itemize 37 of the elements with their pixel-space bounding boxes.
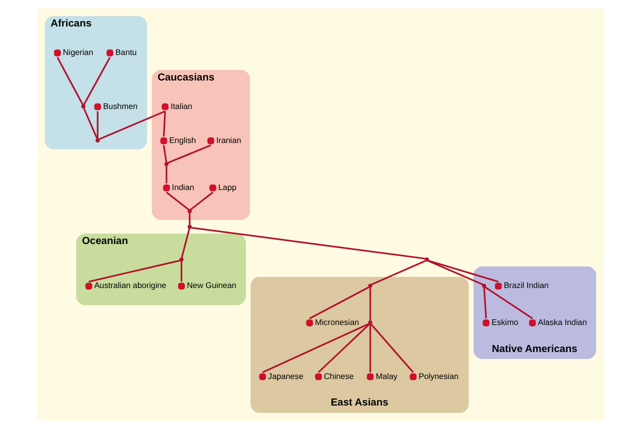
- connector: [162, 111, 166, 136]
- connector: [190, 192, 213, 210]
- connector: [166, 144, 211, 164]
- connector: [82, 108, 98, 140]
- connector: [190, 226, 425, 260]
- connector: [368, 288, 371, 321]
- connector: [370, 324, 414, 373]
- connector: [262, 323, 369, 374]
- connector: [428, 260, 498, 282]
- connector: [162, 145, 167, 162]
- node-point: [482, 284, 486, 288]
- connector: [180, 261, 182, 282]
- connector: [165, 166, 167, 184]
- connector: [370, 260, 426, 286]
- connector: [98, 110, 165, 140]
- connector: [308, 286, 369, 320]
- connector: [368, 324, 371, 372]
- node-point: [178, 257, 184, 262]
- node-point: [164, 162, 168, 166]
- node-point: [187, 224, 192, 229]
- connector: [484, 286, 532, 320]
- connector: [317, 324, 370, 373]
- connector: [427, 260, 483, 286]
- connector: [56, 56, 84, 106]
- node-point: [187, 209, 192, 214]
- node-point: [95, 138, 100, 143]
- connector: [88, 260, 180, 282]
- connector: [188, 212, 190, 225]
- connector: [482, 287, 486, 319]
- connector: [180, 228, 190, 258]
- node-point: [368, 320, 372, 325]
- connector: [96, 111, 98, 139]
- node-point: [424, 257, 428, 262]
- node-point: [80, 104, 85, 108]
- connector: [82, 56, 110, 106]
- connector: [165, 192, 189, 210]
- node-point: [368, 284, 372, 288]
